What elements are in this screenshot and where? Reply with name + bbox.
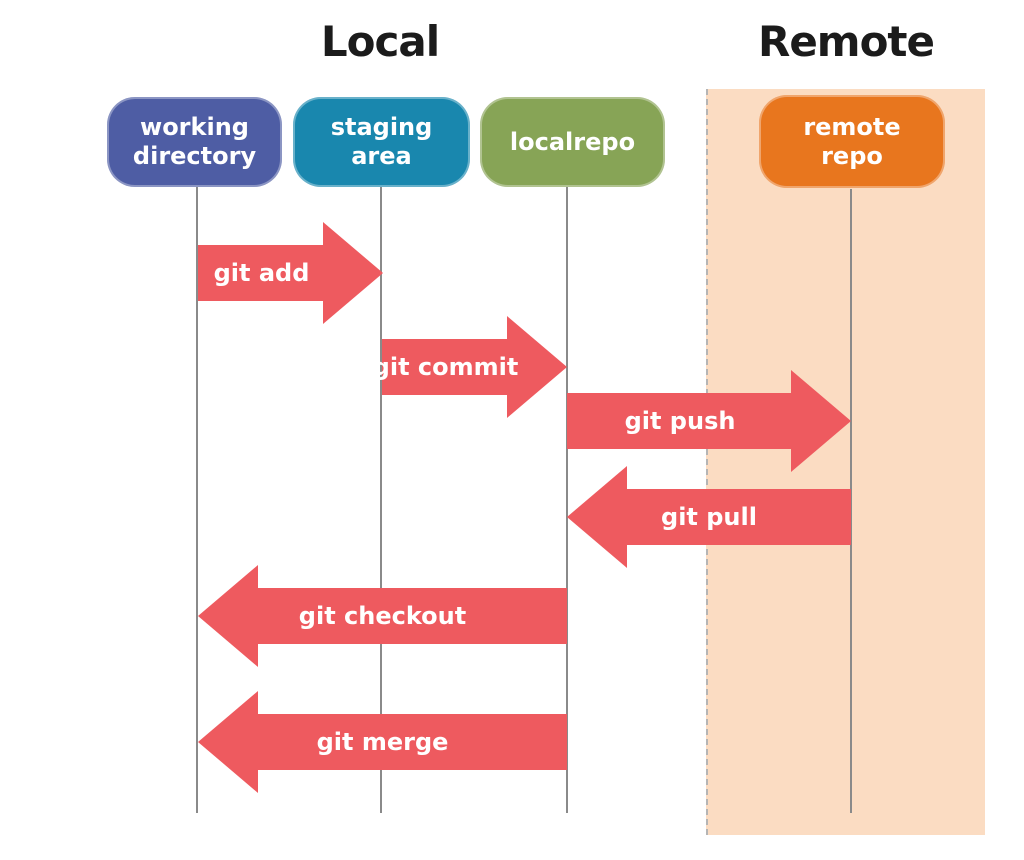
arrow-git-commit: git commit	[372, 316, 567, 418]
arrow-git-checkout-head-icon	[198, 565, 258, 667]
arrow-git-checkout: git checkout	[198, 565, 567, 667]
arrow-git-push-label: git push	[624, 407, 736, 435]
arrow-git-merge-body	[256, 714, 567, 770]
arrow-git-pull-head-icon	[567, 466, 627, 568]
arrow-git-push-body	[567, 393, 793, 449]
arrow-git-add-label: git add	[213, 259, 310, 287]
arrow-git-merge-head-icon	[198, 691, 258, 793]
arrow-git-push: git push	[567, 370, 851, 472]
arrow-git-pull-body	[625, 489, 851, 545]
remote-section-title: Remote	[757, 17, 935, 66]
arrow-git-add: git add	[198, 222, 383, 324]
arrow-git-commit-body	[382, 339, 509, 395]
arrow-git-commit-head-icon	[507, 316, 567, 418]
arrow-git-merge: git merge	[198, 691, 567, 793]
arrow-git-commit-label: git commit	[372, 353, 519, 381]
arrow-git-add-body	[198, 245, 325, 301]
local-section-title: Local	[320, 17, 440, 66]
lifeline-remote-repo	[850, 189, 852, 813]
node-remote-repo: remote repo	[759, 95, 945, 188]
arrow-git-checkout-body	[256, 588, 567, 644]
lifeline-working-directory	[196, 186, 198, 813]
arrow-git-push-head-icon	[791, 370, 851, 472]
arrow-git-merge-label: git merge	[316, 728, 449, 756]
arrow-git-pull-label: git pull	[661, 503, 757, 531]
arrow-git-pull: git pull	[567, 466, 851, 568]
lifeline-staging-area	[380, 186, 382, 813]
node-staging-area: staging area	[293, 97, 470, 187]
node-localrepo: localrepo	[480, 97, 665, 187]
arrow-git-checkout-label: git checkout	[298, 602, 467, 630]
node-working-directory: working directory	[107, 97, 282, 187]
arrow-git-add-head-icon	[323, 222, 383, 324]
